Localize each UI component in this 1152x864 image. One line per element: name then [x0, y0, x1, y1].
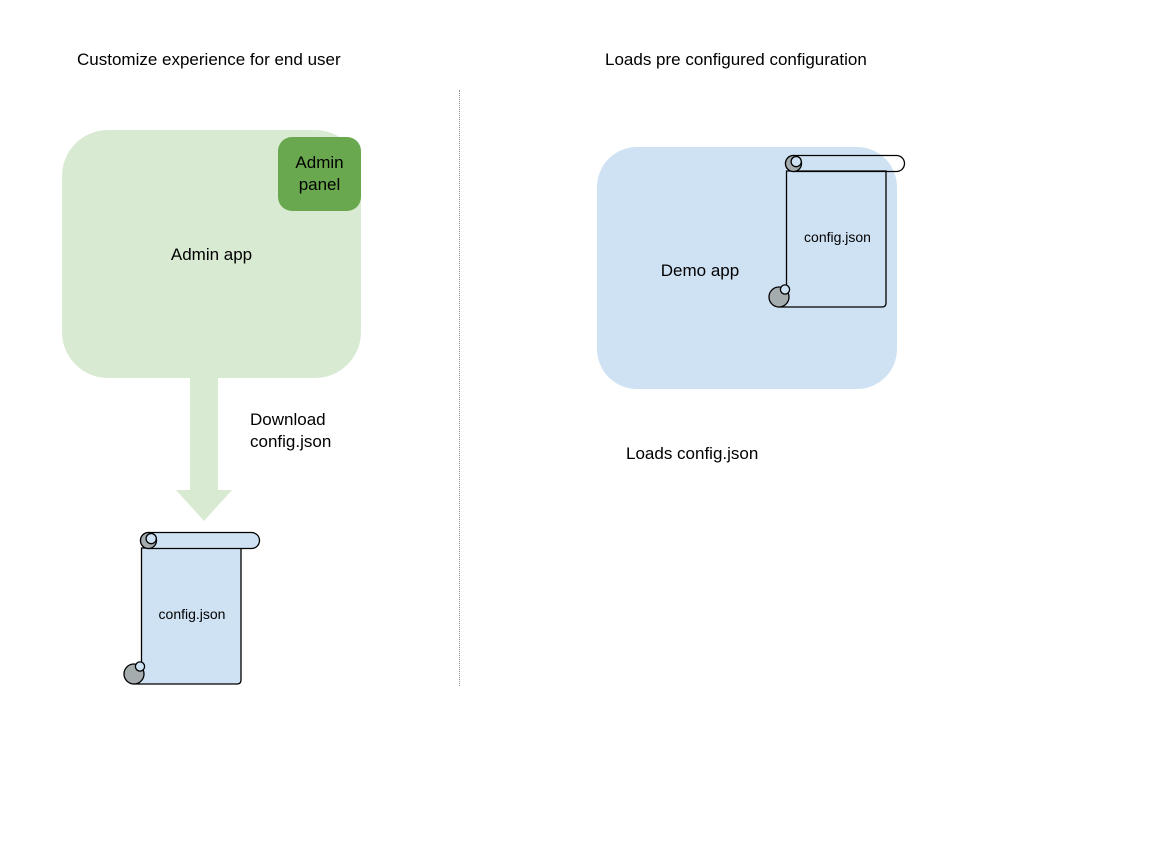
download-arrow-label-line2: config.json [250, 432, 332, 451]
download-arrow-glyph [176, 377, 232, 521]
config-scroll-right-label: config.json [804, 229, 871, 245]
admin-panel-shape: Admin panel [278, 137, 361, 211]
section-divider [459, 90, 460, 686]
scroll-bottom-curl-notch [779, 284, 791, 295]
right-section-title: Loads pre configured configuration [605, 50, 867, 69]
scroll-top-curl-notch [790, 155, 802, 168]
scroll-body [777, 170, 887, 308]
download-arrow-label-line1: Download [250, 410, 326, 429]
admin-app-label: Admin app [170, 245, 253, 264]
scroll-body [132, 547, 242, 685]
scroll-bottom-curl-notch [134, 661, 146, 672]
scroll-top-bar [139, 531, 261, 550]
download-arrow [176, 377, 232, 521]
config-scroll-right [768, 154, 906, 308]
config-scroll-left [123, 531, 261, 685]
demo-app-label: Demo app [660, 261, 740, 280]
admin-panel-label: Admin panel [295, 153, 344, 194]
scroll-top-bar [784, 154, 906, 173]
scroll-top-curl-notch [145, 532, 157, 545]
download-arrow-label: Download config.json [250, 409, 331, 453]
config-scroll-left-label: config.json [158, 606, 226, 622]
demo-app-shape [597, 147, 897, 389]
left-section-title: Customize experience for end user [77, 50, 341, 69]
loads-config-caption: Loads config.json [626, 444, 759, 463]
